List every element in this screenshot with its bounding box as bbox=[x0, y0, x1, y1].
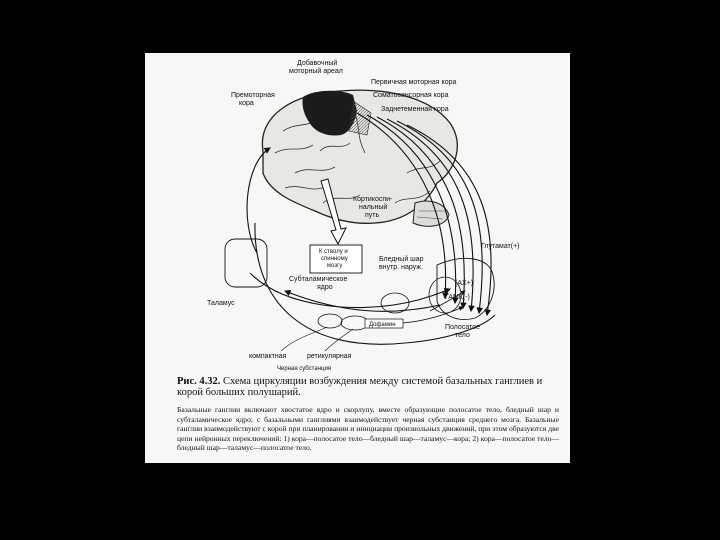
corticospinal-arrow bbox=[320, 178, 347, 246]
label-glutamate: Глутамат(+) bbox=[481, 243, 520, 250]
figure-title: Схема циркуляции возбуждения между систе… bbox=[177, 376, 543, 398]
figure-caption-body: Базальные ганглии включают хвостатое ядр… bbox=[177, 405, 559, 453]
label-reticular: ретикулярная bbox=[307, 353, 352, 360]
label-substantia-nigra: Черная субстанция bbox=[277, 366, 331, 372]
label-thalamus: Таламус bbox=[207, 300, 235, 307]
label-dopamine: Дофамин bbox=[369, 322, 396, 328]
label-somatosensory: Соматосенсорная кора bbox=[373, 92, 449, 99]
subthalamic-region bbox=[380, 292, 410, 314]
label-compact: компактная bbox=[249, 353, 287, 360]
figure-caption-title: Рис. 4.32. Схема циркуляции возбуждения … bbox=[177, 376, 557, 398]
figure-number: Рис. 4.32. bbox=[177, 376, 221, 387]
thalamus-region bbox=[224, 238, 268, 288]
striatum-region bbox=[436, 258, 495, 320]
label-primary-motor: Первичная моторная кора bbox=[371, 79, 456, 86]
substantia-nigra-compact bbox=[317, 313, 343, 329]
label-gaba: ГАМК(-) bbox=[445, 294, 470, 301]
cortico-striatal-fibers bbox=[246, 112, 496, 345]
brain-drawing bbox=[261, 89, 458, 227]
supplementary-motor-area bbox=[302, 90, 357, 136]
brainstem-box bbox=[309, 244, 363, 274]
dopamine-box bbox=[364, 318, 404, 329]
label-parietal: Заднетеменная кора bbox=[381, 106, 449, 113]
label-ach: (АХ+) bbox=[455, 280, 473, 287]
